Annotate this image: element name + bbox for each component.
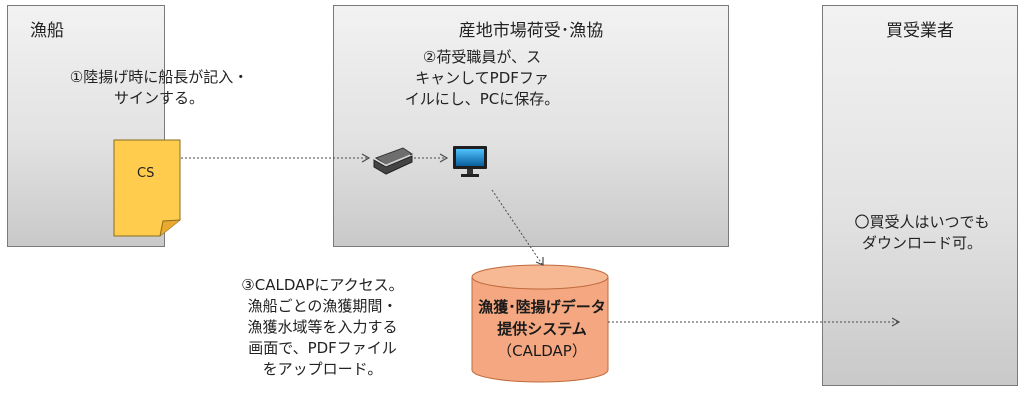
- database-label-line3: （CALDAP）: [497, 342, 587, 360]
- step2-line3: イルにし、PCに保存。: [404, 90, 560, 108]
- step3-line5: をアップロード。: [262, 360, 383, 378]
- database-cylinder-icon: [471, 264, 609, 383]
- computer-monitor-icon: [453, 146, 487, 177]
- arrowhead-1: [361, 153, 371, 163]
- step3-line1: ③CALDAPにアクセス。: [241, 276, 404, 294]
- scanner-icon: [373, 147, 414, 175]
- step1-line2: サインする。: [113, 89, 204, 107]
- step1-note: ①陸揚げ時に船長が記入・ サインする。: [24, 67, 294, 109]
- database-label-line1: 漁獲･陸揚げデータ: [478, 298, 606, 316]
- arrowhead-3: [535, 257, 544, 266]
- flow-arrows: [181, 157, 898, 323]
- step3-line2: 漁船ごとの漁獲期間・: [247, 297, 398, 315]
- buyer-title: 買受業者: [886, 21, 954, 41]
- step1-line1: ①陸揚げ時に船長が記入・: [69, 68, 249, 86]
- buyer-panel: 買受業者: [822, 5, 1018, 386]
- arrowhead-4: [891, 317, 901, 327]
- buyer-line1: 〇買受人はいつでも: [854, 213, 990, 231]
- arrow-pc-to-database: [491, 189, 543, 265]
- document-label: CS: [137, 166, 155, 181]
- market-title: 産地市場荷受･漁協: [458, 21, 604, 41]
- database-label: 漁獲･陸揚げデータ 提供システム （CALDAP）: [462, 296, 622, 362]
- step2-note: ②荷受職員が、ス キャンしてPDFファ イルにし、PCに保存。: [362, 47, 602, 110]
- market-panel: 産地市場荷受･漁協: [333, 5, 729, 247]
- database-label-line2: 提供システム: [497, 320, 587, 338]
- buyer-note: 〇買受人はいつでも ダウンロード可。: [826, 212, 1018, 254]
- step2-line2: キャンしてPDFファ: [415, 69, 549, 87]
- arrowhead-2: [439, 153, 449, 163]
- document-icon: [113, 139, 181, 237]
- buyer-line2: ダウンロード可。: [861, 234, 982, 252]
- step3-line4: 画面で、PDFファイル: [248, 339, 397, 357]
- fishing-boat-panel: 漁船: [7, 5, 165, 247]
- step3-line3: 漁獲水域等を入力する: [247, 318, 398, 336]
- fishing-boat-title: 漁船: [30, 21, 64, 41]
- arrowheads: [361, 153, 901, 327]
- step3-note: ③CALDAPにアクセス。 漁船ごとの漁獲期間・ 漁獲水域等を入力する 画面で、…: [205, 275, 440, 380]
- step2-line1: ②荷受職員が、ス: [422, 48, 542, 66]
